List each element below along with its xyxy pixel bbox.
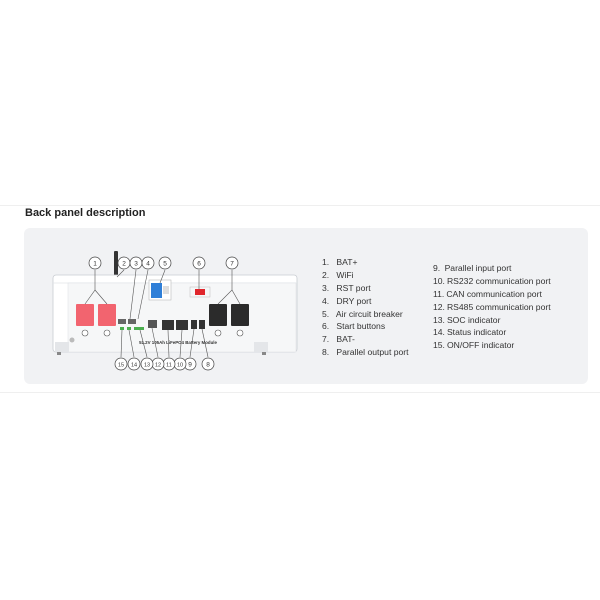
callout-8 <box>201 357 215 371</box>
legend-item: 11.CAN communication port <box>433 288 542 299</box>
status-indicator <box>127 327 131 330</box>
bat-negative-terminal <box>209 304 227 326</box>
callout-9-number: 9 <box>188 361 192 368</box>
rs232-port <box>176 320 188 330</box>
on-off-indicator <box>120 327 124 330</box>
legend-item: 7. BAT- <box>322 334 355 345</box>
legend-item: 15.ON/OFF indicator <box>433 340 515 351</box>
legend-item: 9. Parallel input port <box>433 263 512 273</box>
callout-4-number: 4 <box>146 260 150 267</box>
legend-item: 8. Parallel output port <box>322 347 409 358</box>
top-divider <box>0 205 600 206</box>
legend-list-right: 9. Parallel input port 10.RS232 communic… <box>433 262 551 352</box>
callout-13 <box>140 357 154 371</box>
legend-item: 6. Start buttons <box>322 321 386 332</box>
callout-1 <box>88 256 102 270</box>
wifi-antenna <box>114 251 118 277</box>
callout-14 <box>127 357 141 371</box>
legend-item: 5. Air circuit breaker <box>322 308 403 319</box>
left-foot <box>55 342 69 352</box>
callout-10-number: 10 <box>177 362 183 368</box>
callout-11-number: 11 <box>166 362 172 368</box>
can-port <box>162 320 174 330</box>
legend-item: 10.RS232 communication port <box>433 275 551 286</box>
bat-positive-terminal <box>76 304 94 326</box>
rs485-port <box>148 320 157 328</box>
dry-port <box>128 319 136 324</box>
legend-list-left: 1. BAT+ 2. WiFi 3. RST port 4. DRY port … <box>322 256 409 359</box>
legend-item: 4. DRY port <box>322 295 372 306</box>
callout-7-number: 7 <box>230 260 234 267</box>
callout-13-number: 13 <box>144 362 150 368</box>
bat-negative-terminal <box>231 304 249 326</box>
legend-item: 13.SOC indicator <box>433 314 501 325</box>
callout-3-number: 3 <box>134 260 138 267</box>
callout-4 <box>141 256 155 270</box>
ground-screw-icon <box>69 337 75 343</box>
callout-6 <box>192 256 206 270</box>
callout-2-number: 2 <box>122 260 126 267</box>
legend-item: 14.Status indicator <box>433 327 507 338</box>
legend-item: 1. BAT+ <box>322 257 358 267</box>
callout-6-number: 6 <box>197 260 201 267</box>
legend-item: 3. RST port <box>322 282 371 293</box>
positive-sign-icon <box>103 329 111 337</box>
air-circuit-breaker <box>151 283 162 298</box>
callout-8-number: 8 <box>206 361 210 368</box>
callout-15-number: 15 <box>118 362 124 368</box>
bat-positive-terminal <box>98 304 116 326</box>
callout-5 <box>158 256 172 270</box>
bottom-divider <box>0 392 600 393</box>
positive-sign-icon <box>81 329 89 337</box>
negative-sign-icon <box>236 329 244 337</box>
breaker-switch <box>163 286 169 294</box>
right-foot <box>254 342 268 352</box>
legend-item: 2. WiFi <box>322 269 354 280</box>
section-title: Back panel description <box>25 207 146 219</box>
start-button <box>195 289 205 295</box>
callout-7 <box>225 256 239 270</box>
rst-port <box>118 319 126 324</box>
callout-15 <box>114 357 128 371</box>
callout-1-number: 1 <box>93 260 97 267</box>
legend-item: 12.RS485 communication port <box>433 301 551 312</box>
parallel-input-port <box>191 320 197 329</box>
callout-14-number: 14 <box>131 362 137 368</box>
soc-indicator <box>134 327 144 330</box>
parallel-input-port <box>199 320 205 329</box>
callout-5-number: 5 <box>163 260 167 267</box>
module-label: 51.2V 105Ah LiFePO4 Battery Module <box>139 340 217 345</box>
negative-sign-icon <box>214 329 222 337</box>
callout-12-number: 12 <box>155 362 161 368</box>
